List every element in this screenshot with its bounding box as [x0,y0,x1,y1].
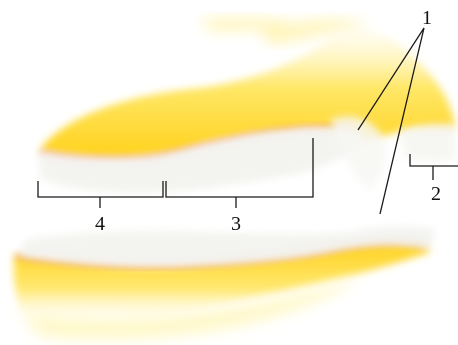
lower-jaw [14,226,435,339]
label-4: 4 [95,213,105,235]
upper-incisor-region [400,124,455,162]
label-3: 3 [231,213,241,235]
upper-jaw [40,18,455,193]
label-1: 1 [422,7,432,29]
label-2: 2 [431,183,441,205]
